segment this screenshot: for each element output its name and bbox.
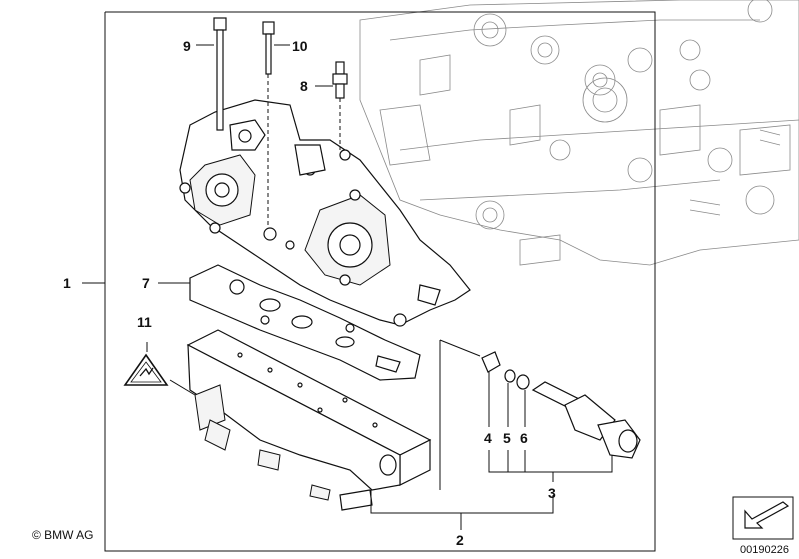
cylinder-head-background: [359, 0, 799, 266]
bolt-10: [262, 21, 275, 75]
callout-6: 6: [520, 430, 528, 446]
o-ring-6: [516, 374, 530, 390]
callout-7: 7: [142, 275, 150, 291]
copyright-text: © BMW AG: [32, 528, 94, 542]
callout-3: 3: [548, 485, 556, 501]
bolt-9: [213, 17, 227, 131]
callout-8: 8: [300, 78, 308, 94]
callout-9: 9: [183, 38, 191, 54]
electrical-hazard-warning-icon: [123, 353, 169, 386]
valve-housing: [179, 99, 471, 327]
callout-2: 2: [456, 532, 464, 548]
callout-10: 10: [292, 38, 308, 54]
valve-block-2: [186, 329, 432, 511]
stud-8: [332, 61, 348, 99]
image-code: 00190226: [740, 544, 789, 556]
assembly-frame: [104, 11, 656, 552]
callout-1: 1: [63, 275, 71, 291]
filter-4: [481, 351, 501, 373]
callout-11: 11: [137, 314, 152, 330]
gasket-7: [189, 264, 421, 381]
callout-4: 4: [484, 430, 492, 446]
arrow-orientation-icon: [732, 496, 794, 540]
o-ring-5: [504, 369, 516, 383]
callout-5: 5: [503, 430, 511, 446]
leader-lines: [82, 44, 613, 530]
solenoid-valve-3: [531, 381, 641, 459]
